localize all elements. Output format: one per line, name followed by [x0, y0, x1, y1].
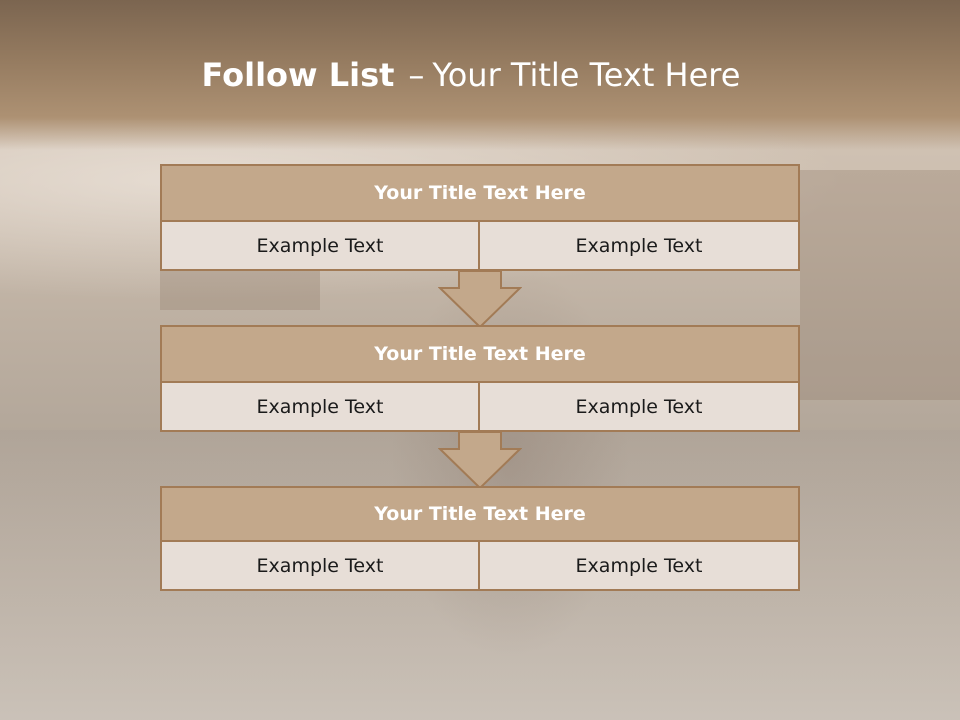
- block-row: Example Text Example Text: [160, 542, 800, 591]
- block-cell-right: Example Text: [480, 542, 800, 591]
- block-cell-left: Example Text: [160, 222, 480, 271]
- title-bold: Follow List: [201, 56, 395, 94]
- list-block-3: Your Title Text Here Example Text Exampl…: [160, 486, 800, 591]
- block-cell-left: Example Text: [160, 542, 480, 591]
- block-cell-right: Example Text: [480, 222, 800, 271]
- down-arrow-icon: [438, 431, 522, 489]
- slide-title: Follow List–Your Title Text Here: [0, 56, 942, 94]
- title-dash: –: [408, 56, 425, 94]
- block-row: Example Text Example Text: [160, 222, 800, 271]
- list-block-1: Your Title Text Here Example Text Exampl…: [160, 164, 800, 271]
- title-rest: Your Title Text Here: [432, 56, 741, 94]
- header-band: [0, 0, 960, 150]
- block-cell-left: Example Text: [160, 383, 480, 432]
- block-row: Example Text Example Text: [160, 383, 800, 432]
- stadium-roof: [160, 270, 320, 310]
- block-title: Your Title Text Here: [160, 325, 800, 383]
- down-arrow-icon: [438, 270, 522, 328]
- stadium-stand: [800, 170, 960, 400]
- list-block-2: Your Title Text Here Example Text Exampl…: [160, 325, 800, 432]
- block-cell-right: Example Text: [480, 383, 800, 432]
- block-title: Your Title Text Here: [160, 164, 800, 222]
- block-title: Your Title Text Here: [160, 486, 800, 542]
